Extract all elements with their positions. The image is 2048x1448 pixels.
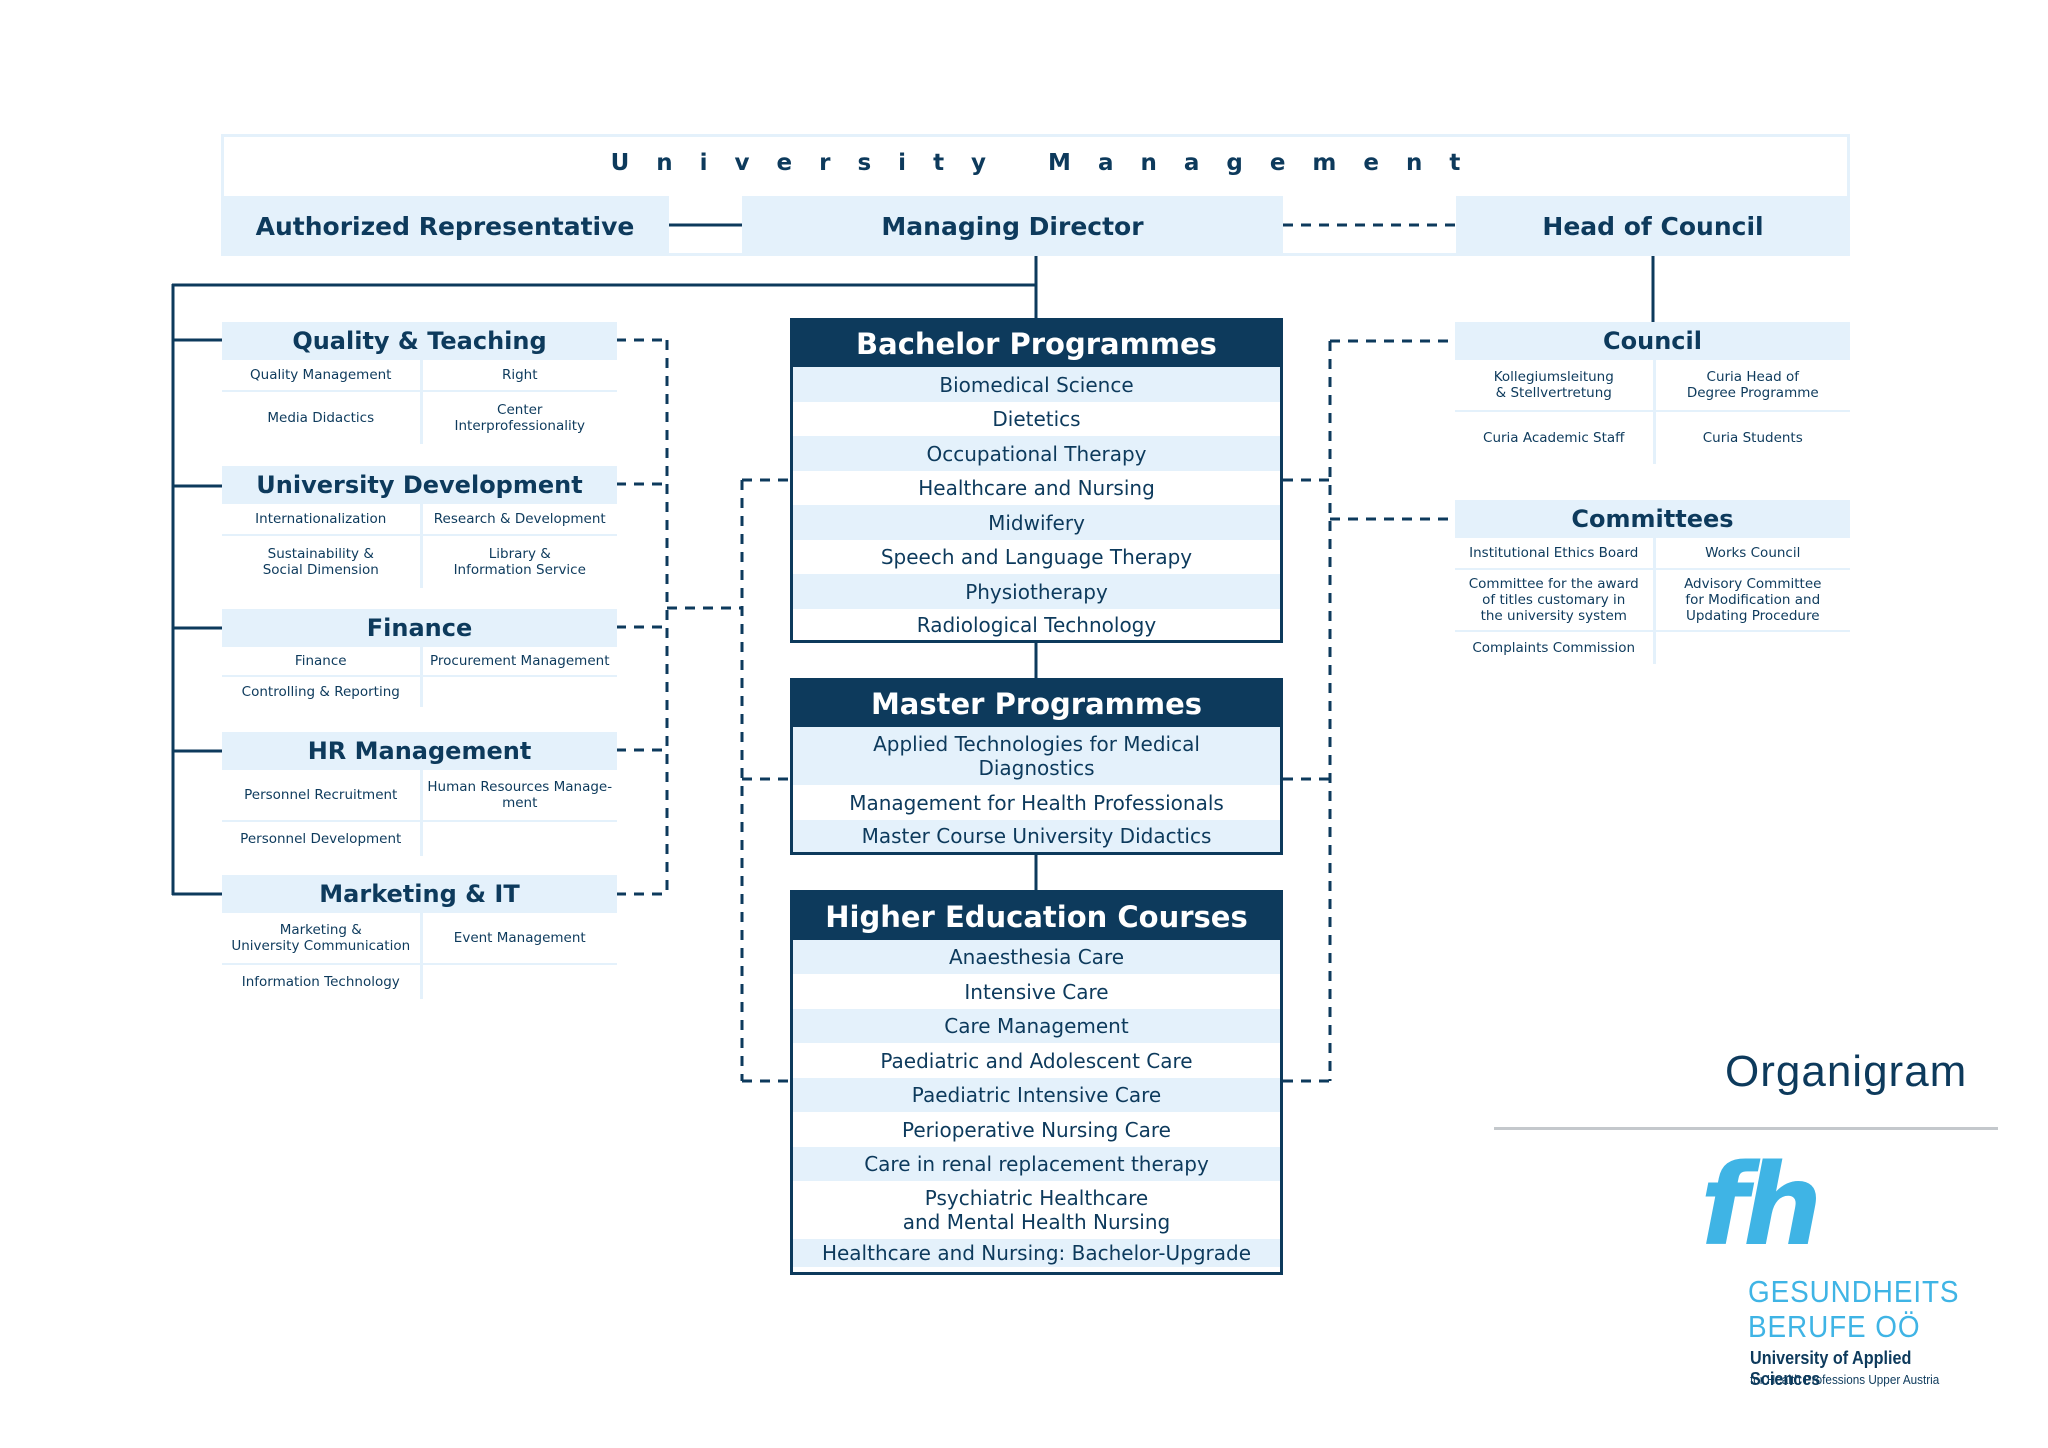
- bachelor-programmes-box: Bachelor Programmes Biomedical Science D…: [790, 318, 1283, 643]
- dept-item: Human Resources Manage- ment: [419, 770, 617, 822]
- dept-marketing-it-title: Marketing & IT: [222, 875, 617, 913]
- committee-item: Advisory Committee for Modification and …: [1652, 570, 1850, 632]
- dept-item: Quality Management: [222, 360, 420, 392]
- programme-item: Intensive Care: [964, 979, 1109, 1004]
- dept-item: Center Interprofessionality: [419, 392, 618, 444]
- dept-item: Information Technology: [241, 974, 400, 990]
- dept-item: Library & Information Service: [419, 536, 618, 588]
- managing-director-box: Managing Director: [742, 196, 1283, 256]
- higher-education-courses-box: Higher Education Courses Anaesthesia Car…: [790, 890, 1283, 1275]
- council-item: Curia Academic Staff: [1483, 430, 1625, 446]
- programme-item: Occupational Therapy: [793, 436, 1280, 471]
- committee-item: Works Council: [1652, 538, 1850, 570]
- council-items: Kollegiumsleitung & Stellvertretung Curi…: [1455, 360, 1850, 464]
- dept-finance-items: Finance Procurement Management Controlli…: [222, 647, 617, 707]
- dept-hr-management-items: Personnel Recruitment Human Resources Ma…: [222, 770, 617, 856]
- programme-item: Physiotherapy: [793, 574, 1280, 609]
- dept-university-development-title: University Development: [222, 466, 617, 504]
- dept-item: Research & Development: [419, 504, 617, 536]
- council-item: Kollegiumsleitung & Stellvertretung: [1455, 360, 1653, 412]
- programme-item: Applied Technologies for Medical Diagnos…: [793, 727, 1280, 785]
- dept-item: Sustainability & Social Dimension: [262, 546, 379, 578]
- dept-item: Finance: [222, 647, 420, 677]
- council-title: Council: [1455, 322, 1850, 360]
- head-of-council-box: Head of Council: [1456, 196, 1850, 256]
- programme-item: Speech and Language Therapy: [880, 545, 1193, 569]
- dept-item: Right: [419, 360, 617, 392]
- programme-item: Management for Health Professionals: [849, 790, 1224, 815]
- committee-item: [1652, 632, 1851, 664]
- dept-quality-teaching-title: Quality & Teaching: [222, 322, 617, 360]
- logo-name-line2: BERUFE OÖ: [1748, 1309, 1921, 1344]
- logo-name-line1: GESUNDHEITS: [1748, 1274, 1960, 1309]
- dept-item: Internationalization: [222, 504, 420, 536]
- bachelor-programmes-title: Bachelor Programmes: [793, 321, 1280, 367]
- logo-subtitle-line2: for Health Professions Upper Austria: [1750, 1372, 1940, 1387]
- committee-item: Complaints Commission: [1472, 640, 1636, 656]
- committees-items: Institutional Ethics Board Works Council…: [1455, 538, 1850, 664]
- programme-item: Biomedical Science: [793, 367, 1280, 402]
- programme-item: Master Course University Didactics: [793, 820, 1280, 852]
- fh-logo: fh GESUNDHEITS BERUFE OÖ University of A…: [1680, 1146, 2010, 1400]
- dept-university-development-items: Internationalization Research & Developm…: [222, 504, 617, 588]
- committee-item: Committee for the award of titles custom…: [1455, 570, 1653, 632]
- committee-item: Institutional Ethics Board: [1455, 538, 1653, 570]
- title-divider: [1494, 1127, 1998, 1130]
- programme-item: Psychiatric Healthcare and Mental Health…: [902, 1186, 1171, 1234]
- fh-logo-mark: fh: [1700, 1141, 1822, 1271]
- dept-finance-title: Finance: [222, 609, 617, 647]
- programme-item: Midwifery: [793, 505, 1280, 540]
- dept-quality-teaching-items: Quality Management Right Media Didactics…: [222, 360, 617, 444]
- higher-education-courses-title: Higher Education Courses: [793, 893, 1280, 940]
- dept-marketing-it-items: Marketing & University Communication Eve…: [222, 913, 617, 999]
- dept-item: Controlling & Reporting: [241, 684, 400, 700]
- dept-hr-management-title: HR Management: [222, 732, 617, 770]
- programme-item: Paediatric and Adolescent Care: [880, 1048, 1193, 1073]
- dept-item: [419, 822, 618, 856]
- dept-item: [419, 965, 618, 999]
- dept-item: Marketing & University Communication: [222, 913, 420, 965]
- management-title: University Management: [610, 150, 1488, 176]
- council-item: Curia Head of Degree Programme: [1652, 360, 1850, 412]
- dept-item: [419, 677, 618, 707]
- dept-item: Personnel Development: [240, 831, 402, 847]
- dept-item: Procurement Management: [419, 647, 617, 677]
- programme-item: Healthcare and Nursing: [918, 476, 1155, 500]
- programme-item: Dietetics: [992, 407, 1081, 431]
- page-title: Organigram: [1725, 1047, 1968, 1096]
- committees-title: Committees: [1455, 500, 1850, 538]
- programme-item: Perioperative Nursing Care: [902, 1117, 1171, 1142]
- logo-subtitle-line1: University of Applied Sciences: [1750, 1348, 1912, 1389]
- master-programmes-box: Master Programmes Applied Technologies f…: [790, 678, 1283, 855]
- council-item: Curia Students: [1652, 412, 1851, 464]
- dept-item: Personnel Recruitment: [222, 770, 420, 822]
- programme-item: Paediatric Intensive Care: [793, 1078, 1280, 1112]
- master-programmes-title: Master Programmes: [793, 681, 1280, 727]
- authorized-representative-box: Authorized Representative: [221, 196, 669, 256]
- programme-item: Care Management: [793, 1009, 1280, 1043]
- programme-item: Care in renal replacement therapy: [793, 1147, 1280, 1181]
- programme-item: Anaesthesia Care: [793, 940, 1280, 974]
- dept-item: Media Didactics: [267, 410, 375, 426]
- dept-item: Event Management: [419, 913, 617, 965]
- programme-item: Radiological Technology: [916, 612, 1157, 637]
- programme-item: Healthcare and Nursing: Bachelor-Upgrade: [793, 1239, 1280, 1267]
